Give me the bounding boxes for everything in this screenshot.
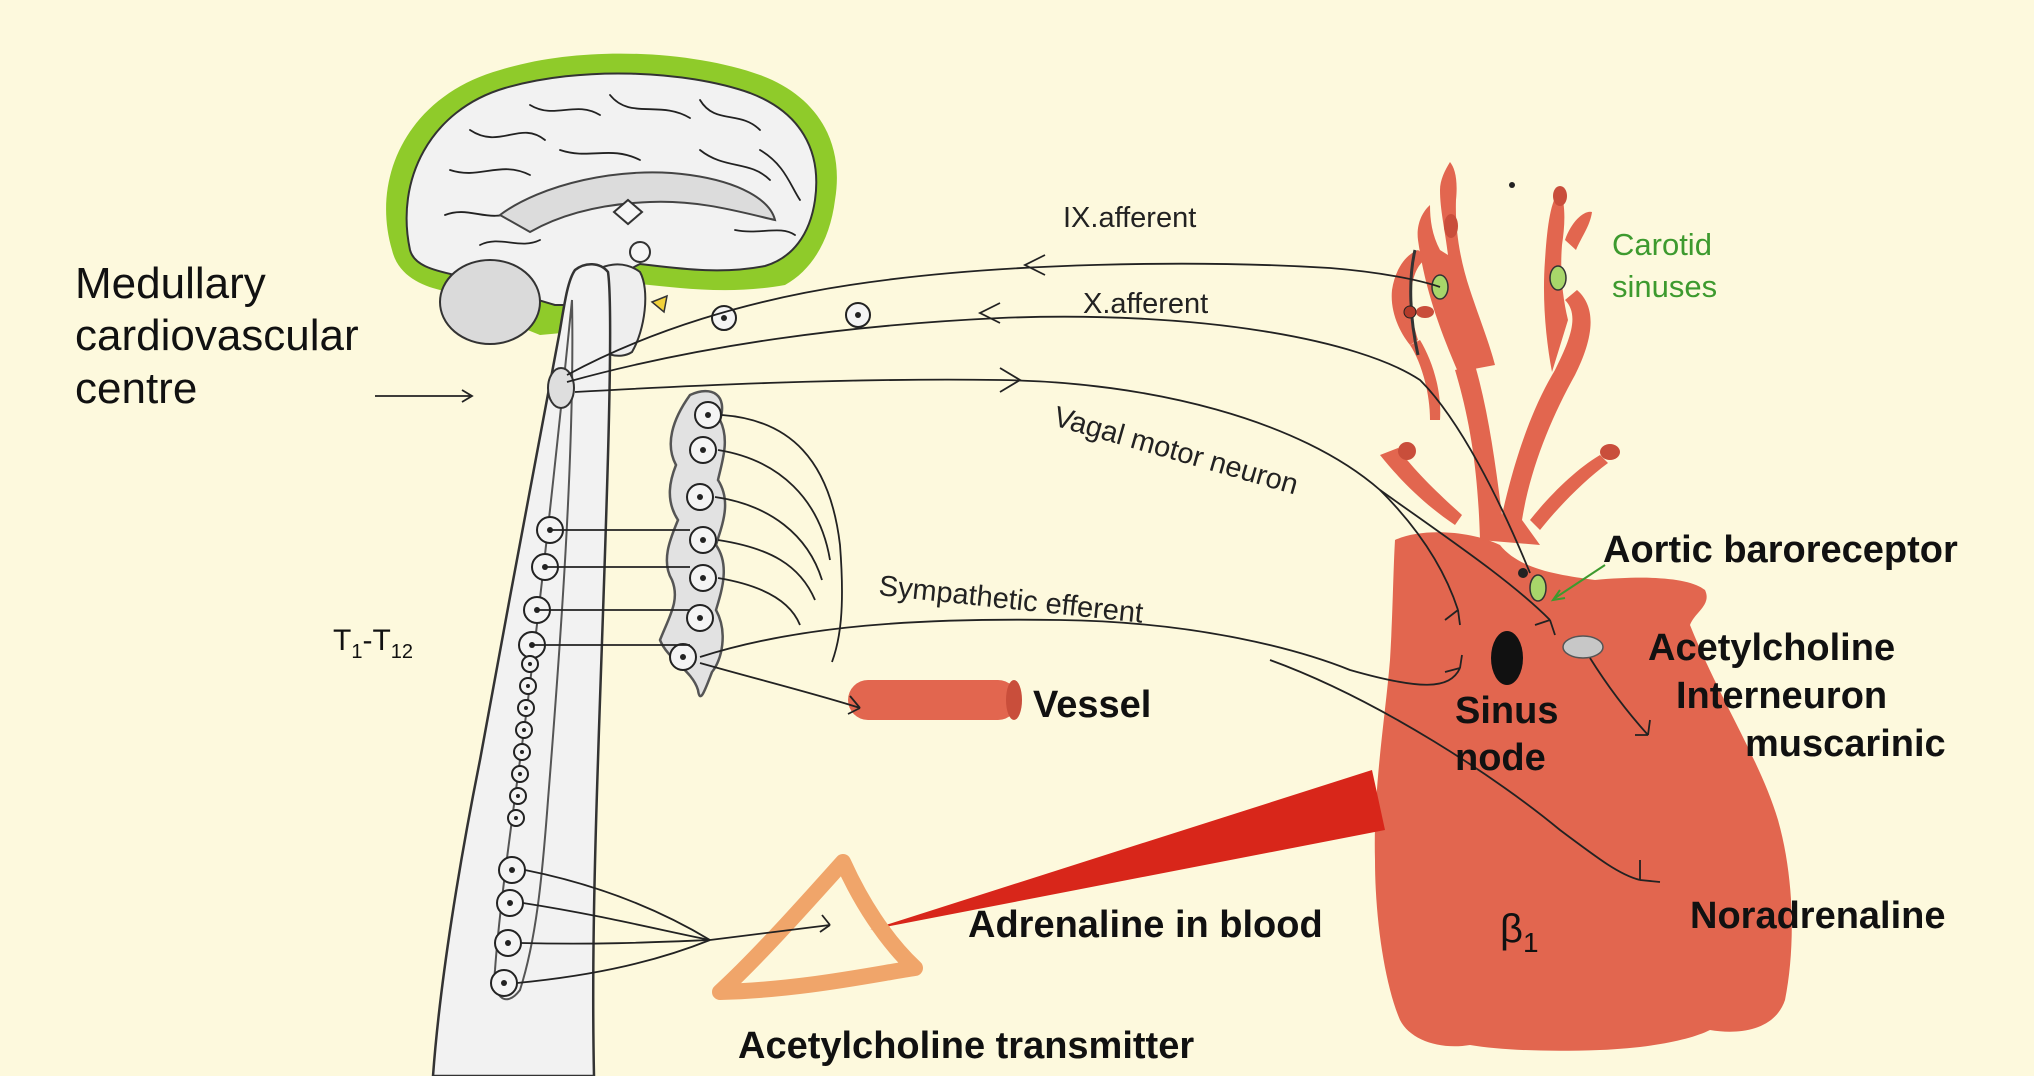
label-medullary: Medullary cardiovascular centre [75, 259, 359, 413]
brain [386, 54, 837, 356]
spinal-cord [433, 264, 610, 1076]
ix-afferent-label: IX.afferent [1063, 202, 1196, 234]
interneuron-label: Interneuron [1676, 675, 1887, 717]
beta-sub: 1 [1523, 927, 1539, 958]
noradrenaline-label: Noradrenaline [1690, 895, 1946, 937]
adrenaline-label: Adrenaline in blood [968, 904, 1323, 946]
t-segment-sub1: 1 [351, 641, 362, 663]
interneuron-marker [1563, 636, 1603, 658]
medullary-line3: centre [75, 364, 197, 413]
small-dot [1509, 182, 1515, 188]
beta-symbol: β [1500, 907, 1523, 951]
vessel-label: Vessel [1033, 684, 1151, 726]
t-segment-t: T [333, 624, 351, 657]
sinus-node-marker [1491, 631, 1523, 685]
cerebellum [440, 260, 540, 344]
sinus-label-line1: Sinus [1455, 690, 1558, 732]
vagal-motor-label: Vagal motor neuron [1050, 401, 1302, 501]
aortic-baroreceptor-label: Aortic baroreceptor [1603, 529, 1958, 571]
t-segment-label: T1-T12 [333, 624, 413, 663]
aortic-baroreceptor-marker [1530, 575, 1546, 601]
acetylcholine-label: Acetylcholine [1648, 627, 1895, 669]
blood-vessel [848, 680, 1022, 720]
ach-transmitter-label: Acetylcholine transmitter [738, 1025, 1194, 1067]
muscarinic-label: muscarinic [1745, 723, 1946, 765]
medullary-line2: cardiovascular [75, 311, 359, 360]
t-segment-sub2: 12 [391, 641, 413, 663]
t-segment-dash: -T [362, 624, 390, 657]
carotid-sinus-right [1550, 266, 1566, 290]
x-afferent-label: X.afferent [1083, 288, 1208, 320]
hypothalamus [652, 296, 667, 312]
afferent-ganglia [712, 303, 870, 330]
pineal [630, 242, 650, 262]
medullary-line1: Medullary [75, 259, 266, 308]
sympathetic-efferent-label: Sympathetic efferent [877, 570, 1144, 630]
carotid-label-line1: Carotid [1612, 227, 1712, 262]
sinus-label-line2: node [1455, 737, 1546, 779]
carotid-label-line2: sinuses [1612, 269, 1717, 304]
aortic-dot [1518, 568, 1528, 578]
heart [1375, 532, 1792, 1051]
carotid-dot [1404, 306, 1416, 318]
spinal-cord-body [433, 264, 610, 1076]
